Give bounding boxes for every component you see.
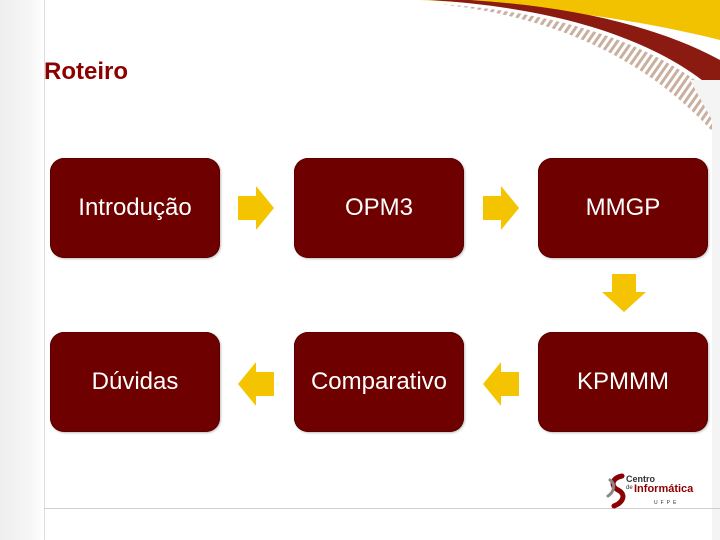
logo-text-informatica: Informática <box>634 483 694 495</box>
box-mmgp: MMGP <box>538 158 708 258</box>
logo-text-centro: Centro <box>626 474 655 484</box>
box-kpmmm: KPMMM <box>538 332 708 432</box>
left-band <box>0 0 45 540</box>
logo-mark-icon <box>606 473 626 509</box>
arrow-down-icon <box>602 274 646 312</box>
arrow-left-icon <box>483 362 519 406</box>
slide-title: Roteiro <box>44 58 128 85</box>
logo-text-ufpe: UFPE <box>654 500 680 506</box>
arrow-right-icon <box>238 186 274 230</box>
arrow-left-icon <box>238 362 274 406</box>
box-comparativo: Comparativo <box>294 332 464 432</box>
footer-divider <box>44 508 720 509</box>
arrow-right-icon <box>483 186 519 230</box>
logo-text-de: de <box>626 485 633 491</box>
centro-de-informatica-logo: Centro de Informática UFPE <box>604 470 704 514</box>
box-introducao: Introdução <box>50 158 220 258</box>
box-opm3: OPM3 <box>294 158 464 258</box>
box-duvidas: Dúvidas <box>50 332 220 432</box>
